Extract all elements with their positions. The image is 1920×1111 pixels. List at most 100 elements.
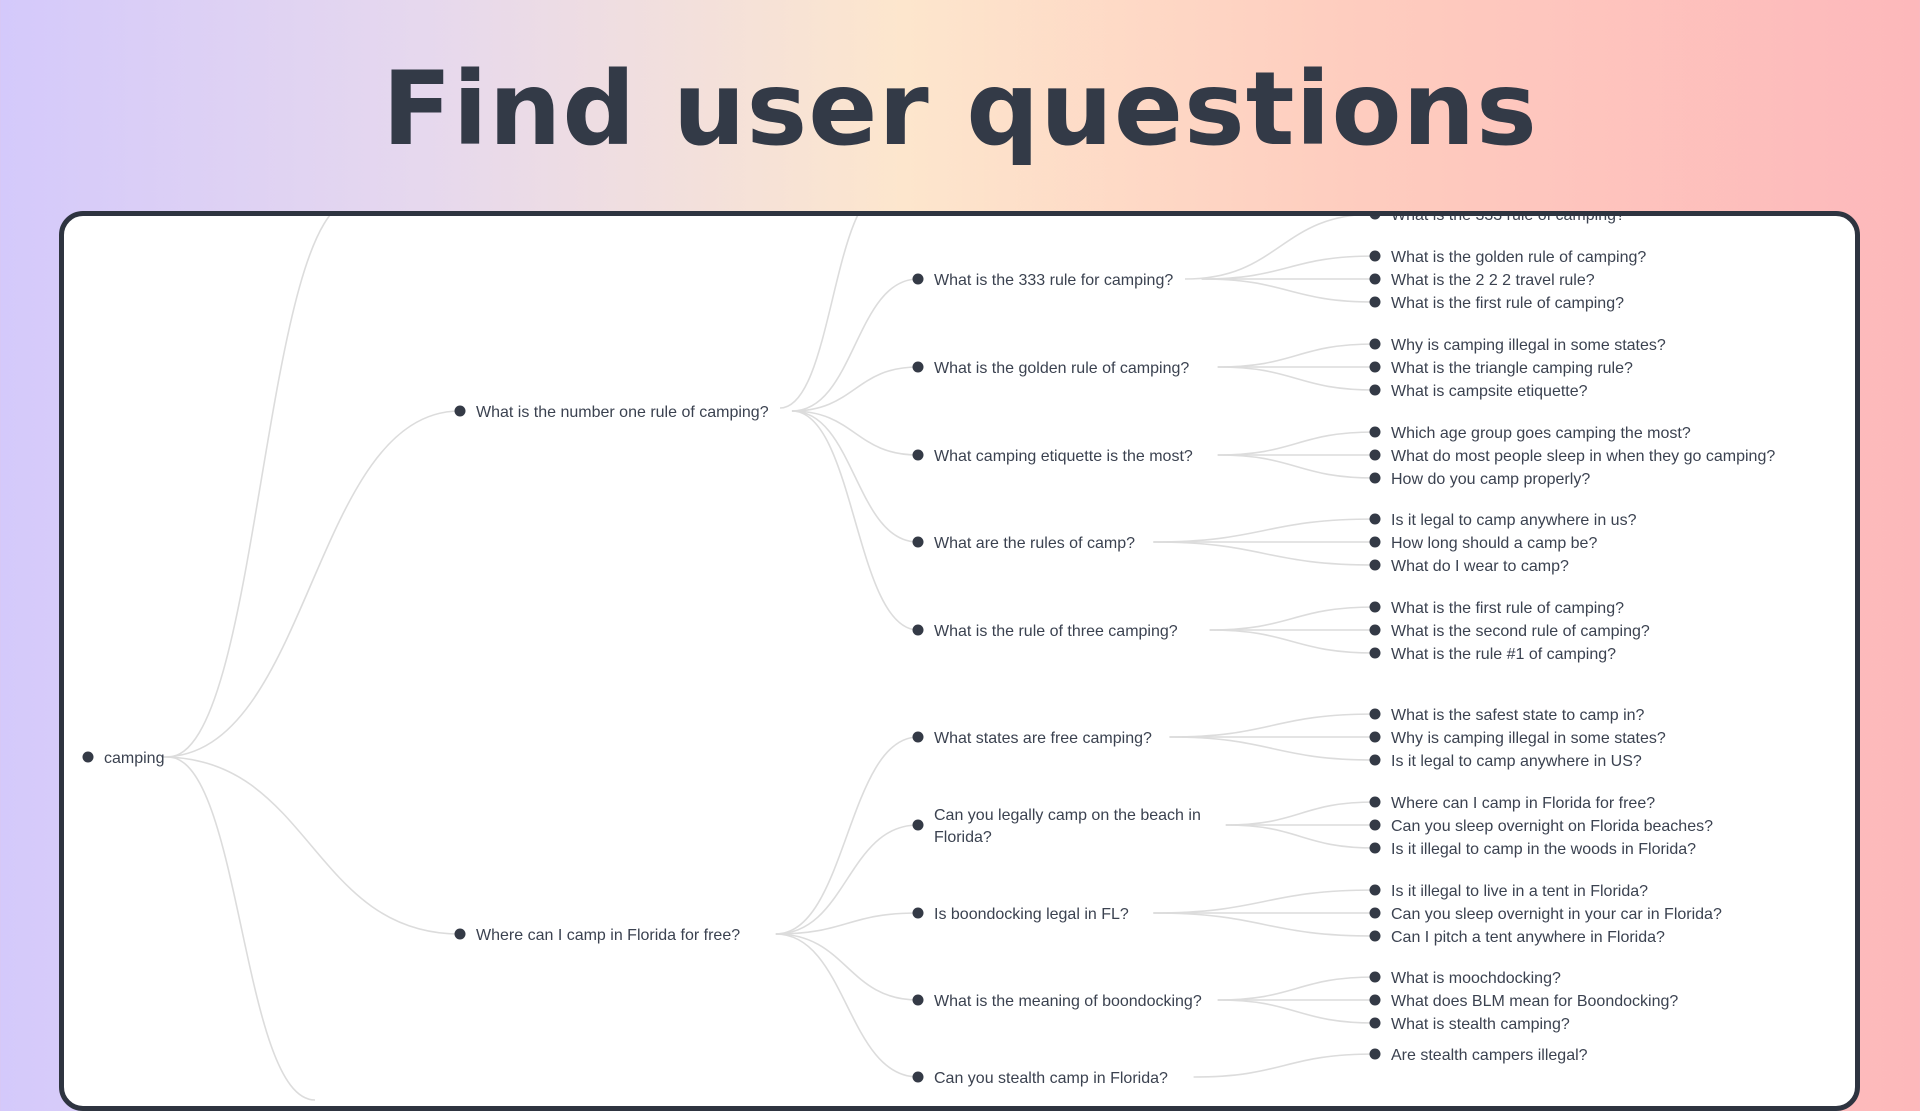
leaf-question-node[interactable]: Is it illegal to camp in the woods in Fl… [1369,841,1697,858]
leaf-question-node[interactable]: How do you camp properly? [1369,471,1591,488]
question-node[interactable]: Can you legally camp on the beach in Flor… [912,807,1201,846]
tree-edge [1184,216,1355,280]
tree-edge [791,366,919,412]
node-label: What is the 333 rule of camping? [1391,216,1625,224]
question-node[interactable]: What is the rule of three camping? [912,623,1178,640]
question-node[interactable]: What is the 333 rule for camping? [912,272,1174,289]
leaf-question-node[interactable]: What is the rule #1 of camping? [1369,646,1617,663]
node-dot [1369,536,1381,548]
leaf-question-node[interactable]: What is the triangle camping rule? [1369,360,1634,377]
node-dot [1369,250,1381,262]
tree-edge [1169,736,1376,761]
node-dot [1369,647,1381,659]
node-dot [1369,754,1381,766]
node-dot [1369,449,1381,461]
leaf-question-node[interactable]: Can you sleep overnight in your car in F… [1369,906,1722,923]
leaf-question-node[interactable]: What do I wear to camp? [1369,558,1569,575]
leaf-question-node[interactable]: What is campsite etiquette? [1369,383,1588,400]
tree-edge [1225,824,1376,849]
leaf-question-node[interactable]: Can I pitch a tent anywhere in Florida? [1369,929,1666,946]
tree-edge [1217,431,1376,456]
leaf-question-node[interactable]: Which age group goes camping the most? [1369,425,1691,442]
node-dot [1369,907,1381,919]
branch-node[interactable]: What is the number one rule of camping? [454,404,769,421]
node-dot [912,361,924,373]
tree-edge [1201,255,1376,280]
node-dot [1369,273,1381,285]
leaf-question-node[interactable]: Why is camping illegal in some states? [1369,337,1666,354]
leaf-question-node[interactable]: Can you sleep overnight on Florida beach… [1369,818,1714,835]
tree-edge [1209,606,1376,631]
node-dot [82,751,94,763]
question-node[interactable]: Is boondocking legal in FL? [912,906,1129,923]
leaf-question-node[interactable]: How long should a camp be? [1369,535,1598,552]
node-label: What is the golden rule of camping? [934,360,1189,377]
tree-edge [162,756,461,935]
leaf-question-node[interactable]: Is it legal to camp anywhere in us? [1369,512,1637,529]
tree-edge [1201,278,1376,303]
node-dot [1369,216,1381,220]
node-label: Can you legally camp on the beach in [934,807,1201,824]
leaf-question-node[interactable]: What is stealth camping? [1369,1016,1570,1033]
node-label: Can you stealth camp in Florida? [934,1070,1168,1087]
tree-edge [1217,454,1376,479]
tree-edge [775,933,919,1078]
node-label: Is boondocking legal in FL? [934,906,1129,923]
leaf-question-node[interactable]: Are stealth campers illegal? [1369,1047,1588,1064]
leaf-question-node[interactable]: What does BLM mean for Boondocking? [1369,993,1679,1010]
tree-edge [167,756,316,1101]
node-label: Can you sleep overnight in your car in F… [1391,906,1722,923]
leaf-question-node[interactable]: What is the second rule of camping? [1369,623,1650,640]
leaf-question-node[interactable]: Is it legal to camp anywhere in US? [1369,753,1642,770]
node-dot [1369,819,1381,831]
leaf-question-node[interactable]: Is it illegal to live in a tent in Flori… [1369,883,1649,900]
node-dot [912,731,924,743]
leaf-question-node[interactable]: What is the first rule of camping? [1369,600,1625,617]
node-dot [454,405,466,417]
node-label: What is campsite etiquette? [1391,383,1588,400]
leaf-question-node[interactable]: Why is camping illegal in some states? [1369,730,1666,747]
branch-node[interactable]: Where can I camp in Florida for free? [454,927,741,944]
node-label: Why is camping illegal in some states? [1391,337,1666,354]
node-dot [1369,971,1381,983]
node-label: What is the first rule of camping? [1391,600,1624,617]
node-label: What camping etiquette is the most? [934,448,1193,465]
node-dot [912,1071,924,1083]
question-node[interactable]: What is the golden rule of camping? [912,360,1190,377]
leaf-question-node[interactable]: Where can I camp in Florida for free? [1369,795,1656,812]
tree-edge [1217,343,1376,368]
root-node[interactable]: camping [82,750,165,767]
tree-edge [1153,889,1376,914]
tree-edge [775,933,919,1001]
node-label: Florida? [934,829,992,846]
node-label: Are stealth campers illegal? [1391,1047,1588,1064]
leaf-question-node[interactable]: What is the safest state to camp in? [1369,707,1645,724]
node-label: What is the rule of three camping? [934,623,1178,640]
question-node[interactable]: What are the rules of camp? [912,535,1136,552]
node-dot [1369,601,1381,613]
tree-edge [1193,1053,1376,1078]
tree-edge [779,216,859,409]
leaf-question-node[interactable]: What is moochdocking? [1369,970,1561,987]
question-node[interactable]: What camping etiquette is the most? [912,448,1193,465]
question-node[interactable]: What is the meaning of boondocking? [912,993,1202,1010]
node-dot [1369,472,1381,484]
tree-edge [1169,713,1376,738]
leaf-question-node[interactable]: What is the first rule of camping? [1369,295,1625,312]
question-node[interactable]: Can you stealth camp in Florida? [912,1070,1169,1087]
node-label: Where can I camp in Florida for free? [476,927,740,944]
question-tree: camping What is the number one rule of ca… [82,216,1776,1101]
leaf-question-node[interactable]: What do most people sleep in when they g… [1369,448,1776,465]
question-node[interactable]: What states are free camping? [912,730,1152,747]
node-dot [912,536,924,548]
node-dot [1369,513,1381,525]
node-label: What is stealth camping? [1391,1016,1570,1033]
node-label: camping [104,750,164,767]
leaf-question-node[interactable]: What is the 333 rule of camping? [1369,216,1626,224]
leaf-question-node[interactable]: What is the golden rule of camping? [1369,249,1647,266]
node-label: Which age group goes camping the most? [1391,425,1691,442]
leaf-question-node[interactable]: What is the 2 2 2 travel rule? [1369,272,1595,289]
tree-edge [162,410,461,758]
node-dot [912,624,924,636]
node-dot [1369,842,1381,854]
